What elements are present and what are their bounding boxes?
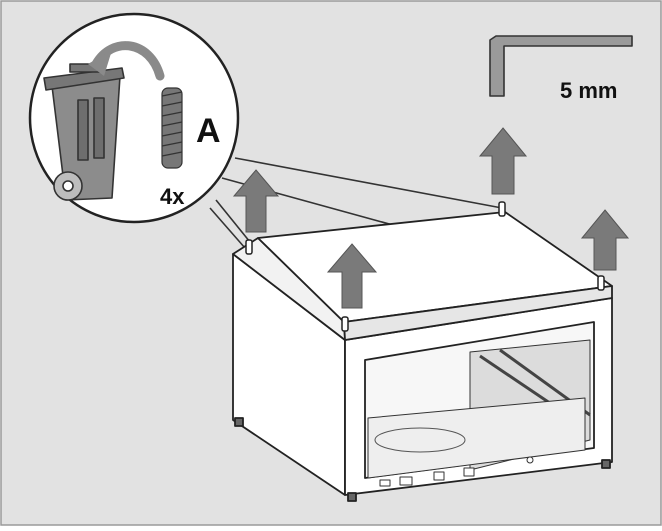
foot (234, 417, 244, 427)
bottom-holes (379, 456, 534, 487)
cabinet-bottom (367, 397, 586, 479)
tool-size-label: 5 mm (560, 78, 618, 103)
screw-icon (161, 87, 183, 169)
up-arrow-icon (232, 169, 280, 233)
screw-pin (245, 239, 253, 255)
up-arrow-icon (478, 127, 528, 195)
quantity-label: 4x (160, 184, 185, 209)
waste-bin-icon (43, 63, 125, 201)
curved-arrow-icon (88, 41, 165, 81)
foot (347, 492, 357, 502)
up-arrow-icon (580, 209, 630, 271)
foot (601, 459, 611, 469)
screw-pin (341, 316, 349, 332)
part-letter-label: A (196, 112, 221, 150)
hex-key-icon (489, 35, 633, 97)
screw-pin (597, 275, 605, 291)
up-arrow-icon (326, 243, 378, 309)
screw-pin (498, 201, 506, 217)
cabinet-top-front-edge (343, 285, 613, 341)
cabinet (232, 211, 613, 502)
screw-pins (245, 201, 605, 332)
